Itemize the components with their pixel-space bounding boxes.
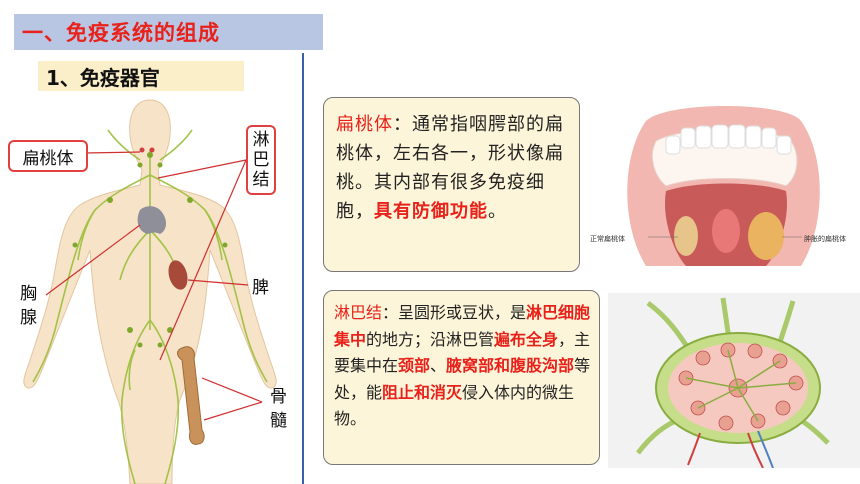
thymus-label: 胸 腺	[20, 284, 37, 328]
tonsil-organ	[139, 147, 145, 153]
vertical-divider	[302, 53, 304, 484]
spleen-organ	[168, 260, 188, 290]
spleen-label: 脾	[252, 278, 269, 298]
lymph-nodes	[72, 152, 228, 348]
open-mouth-tonsil-image	[586, 96, 860, 271]
lymph-node-description-box: 淋巴结：呈圆形或豆状，是淋巴细胞集中的地方；沿淋巴管遍布全身，主要集中在颈部、腋…	[323, 290, 600, 465]
normal-tonsil-caption: 正常扁桃体	[590, 235, 625, 243]
thymus-organ	[137, 206, 166, 234]
section-title: 一、免疫系统的组成	[22, 21, 220, 45]
swollen-tonsil-caption: 肿胀的扁桃体	[804, 235, 846, 243]
subsection-title-bar: 1、免疫器官	[38, 61, 244, 91]
tonsil-label: 扁桃体	[8, 140, 88, 172]
marrow-label: 骨 髓	[270, 387, 287, 431]
lymph-term: 淋巴结	[334, 303, 383, 322]
pointer-lines	[45, 151, 263, 421]
tonsil-description-box: 扁桃体：通常指咽腭部的扁桃体，左右各一，形状像扁桃。其内部有很多免疫细胞，具有防…	[323, 97, 580, 272]
normal-tonsil	[674, 216, 698, 256]
swollen-tonsil	[748, 212, 784, 260]
lymphatic-body-illustration	[23, 99, 277, 484]
section-title-bar: 一、免疫系统的组成	[14, 14, 323, 50]
lymph-node-cross-section-image	[608, 293, 860, 468]
tonsil-emphasis: 具有防御功能	[374, 201, 488, 222]
bone-marrow-femur	[177, 346, 205, 445]
tonsil-term: 扁桃体	[336, 114, 393, 135]
lymph-node-label: 淋 巴 结	[246, 125, 276, 195]
lymph-vessels	[32, 129, 268, 484]
upper-teeth	[665, 124, 792, 155]
tonsil-body-text: 通常指咽腭部的扁桃体，左右各一，形状像扁桃。其内部有很多免疫细胞，	[336, 114, 564, 222]
subsection-title: 1、免疫器官	[46, 65, 160, 90]
